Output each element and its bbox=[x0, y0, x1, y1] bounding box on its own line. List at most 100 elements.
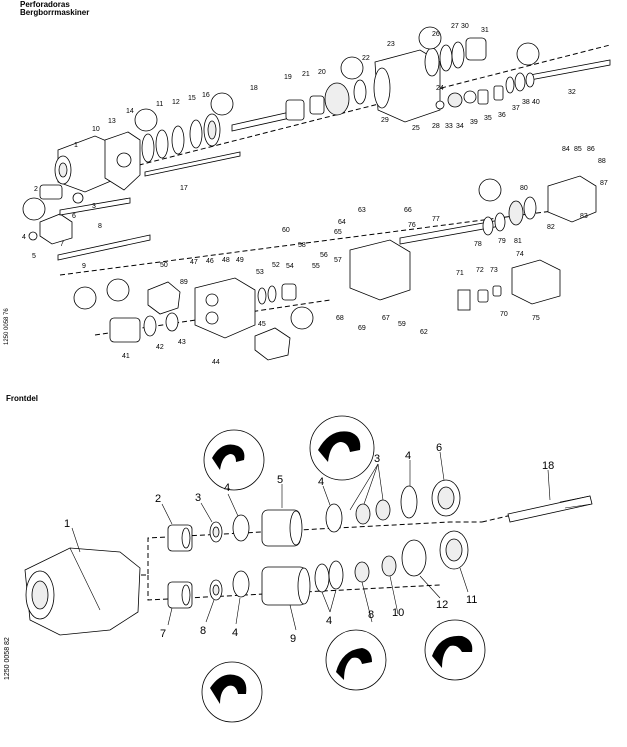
label-10: 10 bbox=[92, 126, 100, 133]
label-46: 46 bbox=[206, 258, 214, 265]
label-38: 38 bbox=[522, 99, 530, 106]
label-59: 59 bbox=[398, 321, 406, 328]
label-85: 85 bbox=[574, 146, 582, 153]
label-5: 5 bbox=[32, 253, 36, 260]
label-71: 71 bbox=[456, 270, 464, 277]
bottom-label-4-lower-left: 4 bbox=[232, 627, 238, 639]
label-80: 80 bbox=[520, 185, 528, 192]
label-60: 60 bbox=[282, 227, 290, 234]
bottom-exploded-view bbox=[24, 415, 593, 723]
label-77: 77 bbox=[432, 216, 440, 223]
label-88: 88 bbox=[598, 158, 606, 165]
label-69: 69 bbox=[358, 325, 366, 332]
label-52: 52 bbox=[272, 262, 280, 269]
bottom-label-3-upper-right: 3 bbox=[374, 453, 380, 465]
label-48: 48 bbox=[222, 257, 230, 264]
label-70: 70 bbox=[500, 311, 508, 318]
label-11: 11 bbox=[156, 101, 163, 108]
label-14: 14 bbox=[126, 108, 134, 115]
label-24: 24 bbox=[436, 85, 444, 92]
label-87: 87 bbox=[600, 180, 608, 187]
label-73: 73 bbox=[490, 267, 498, 274]
label-41: 41 bbox=[122, 353, 130, 360]
label-37: 37 bbox=[512, 105, 520, 112]
top-exploded-view bbox=[22, 26, 611, 361]
label-34: 34 bbox=[456, 123, 464, 130]
label-25: 25 bbox=[412, 125, 420, 132]
bottom-label-12: 12 bbox=[436, 599, 448, 611]
label-23: 23 bbox=[387, 41, 395, 48]
label-9: 9 bbox=[82, 263, 86, 270]
label-72: 72 bbox=[476, 267, 484, 274]
label-2: 2 bbox=[34, 186, 38, 193]
label-74: 74 bbox=[516, 251, 524, 258]
bottom-part-labels: 1 2 3 4 5 4 3 4 6 18 7 8 4 9 4 8 10 12 1… bbox=[64, 442, 554, 645]
label-45: 45 bbox=[258, 321, 266, 328]
label-36: 36 bbox=[498, 112, 506, 119]
label-39: 39 bbox=[470, 119, 478, 126]
label-68: 68 bbox=[336, 315, 344, 322]
bottom-label-9: 9 bbox=[290, 633, 296, 645]
bottom-label-8-left: 8 bbox=[200, 625, 206, 637]
label-32: 32 bbox=[568, 89, 576, 96]
label-7: 7 bbox=[60, 241, 64, 248]
label-65: 65 bbox=[334, 229, 342, 236]
label-27: 27 bbox=[451, 23, 459, 30]
label-75: 75 bbox=[532, 315, 540, 322]
label-62: 62 bbox=[420, 329, 428, 336]
label-8: 8 bbox=[98, 223, 102, 230]
label-57: 57 bbox=[334, 257, 342, 264]
label-53: 53 bbox=[256, 269, 264, 276]
label-35: 35 bbox=[484, 115, 492, 122]
top-part-labels: 1 2 3 4 5 6 7 8 9 10 11 12 13 14 15 16 1… bbox=[22, 23, 608, 366]
label-29: 29 bbox=[381, 117, 389, 124]
label-1: 1 bbox=[74, 142, 78, 149]
bottom-label-6: 6 bbox=[436, 442, 442, 454]
bottom-label-1: 1 bbox=[64, 518, 70, 530]
label-3: 3 bbox=[92, 203, 96, 210]
label-56: 56 bbox=[320, 252, 328, 259]
bottom-label-10: 10 bbox=[392, 607, 404, 619]
label-28: 28 bbox=[432, 123, 440, 130]
label-44: 44 bbox=[212, 359, 220, 366]
label-42: 42 bbox=[156, 344, 164, 351]
label-81: 81 bbox=[514, 238, 522, 245]
label-15: 15 bbox=[188, 95, 196, 102]
bottom-label-2: 2 bbox=[155, 493, 161, 505]
label-6: 6 bbox=[72, 213, 76, 220]
bottom-label-4-upper-mid: 4 bbox=[318, 476, 324, 488]
label-84: 84 bbox=[562, 146, 570, 153]
header-line-2: Bergborrmaskiner bbox=[20, 8, 90, 17]
label-13: 13 bbox=[108, 118, 116, 125]
label-21: 21 bbox=[302, 71, 310, 78]
label-47: 47 bbox=[190, 259, 198, 266]
label-17: 17 bbox=[180, 185, 188, 192]
label-12: 12 bbox=[172, 99, 180, 106]
label-49: 49 bbox=[236, 257, 244, 264]
label-54: 54 bbox=[286, 263, 294, 270]
label-18: 18 bbox=[250, 85, 258, 92]
label-64: 64 bbox=[338, 219, 346, 226]
bottom-label-7: 7 bbox=[160, 628, 166, 640]
label-82: 82 bbox=[547, 224, 555, 231]
label-86: 86 bbox=[587, 146, 595, 153]
label-16: 16 bbox=[202, 92, 210, 99]
label-66: 66 bbox=[404, 207, 412, 214]
label-79: 79 bbox=[498, 238, 506, 245]
label-83: 83 bbox=[580, 213, 588, 220]
bottom-label-5: 5 bbox=[277, 474, 283, 486]
bottom-label-4-lower-mid: 4 bbox=[326, 615, 332, 627]
label-78: 78 bbox=[474, 241, 482, 248]
bottom-label-11: 11 bbox=[466, 594, 477, 606]
label-40: 40 bbox=[532, 99, 540, 106]
label-50: 50 bbox=[160, 262, 168, 269]
label-89: 89 bbox=[180, 279, 188, 286]
label-76: 76 bbox=[408, 222, 416, 229]
label-33: 33 bbox=[445, 123, 453, 130]
label-63: 63 bbox=[358, 207, 366, 214]
label-58: 58 bbox=[298, 242, 306, 249]
header-line-1: Perforadoras bbox=[20, 0, 70, 9]
label-67: 67 bbox=[382, 315, 390, 322]
label-26: 26 bbox=[432, 31, 440, 38]
